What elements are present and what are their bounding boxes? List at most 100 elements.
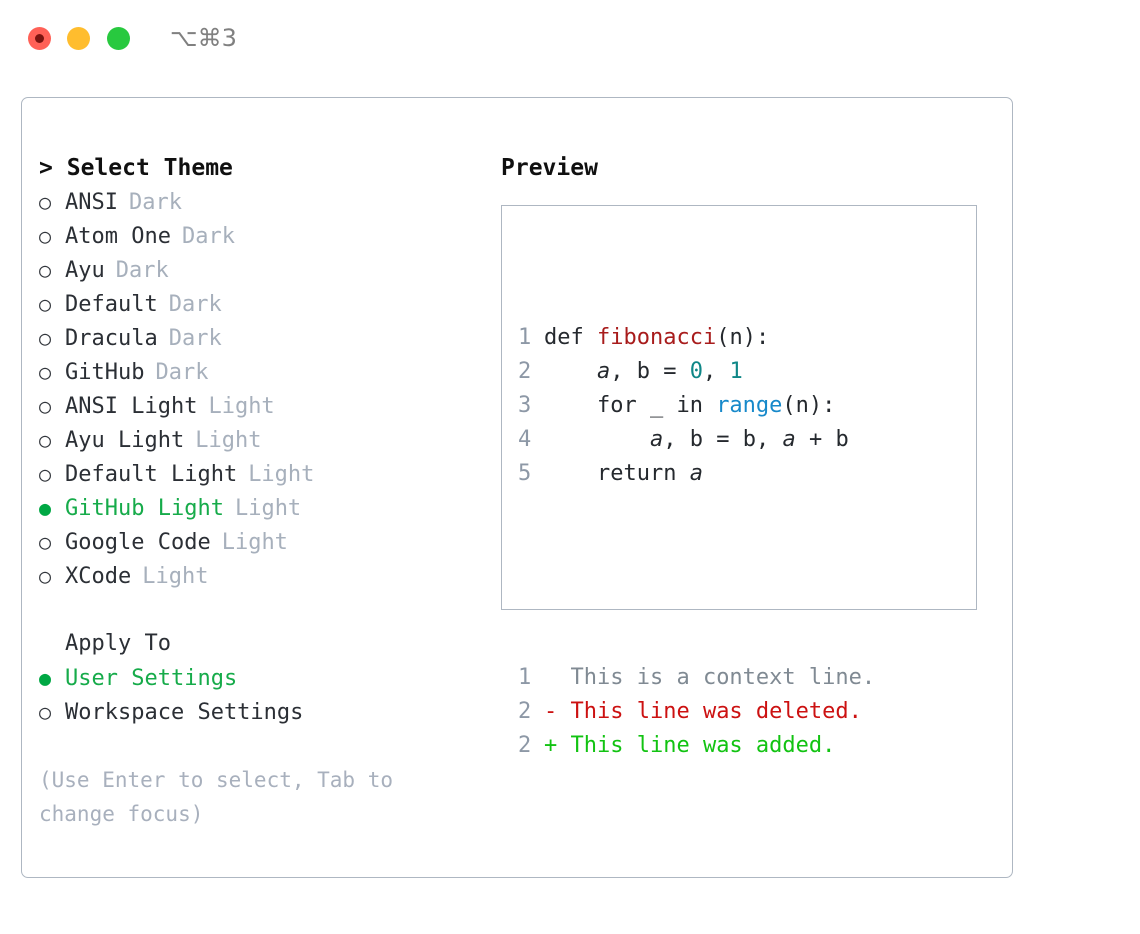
- radio-unselected-icon[interactable]: ○: [39, 360, 52, 384]
- code-line: 5 return a: [518, 457, 875, 491]
- radio-unselected-icon[interactable]: ○: [39, 564, 52, 588]
- theme-name-label: GitHub Light: [65, 496, 224, 521]
- minimize-button-icon[interactable]: [67, 27, 90, 50]
- theme-variant-badge: Light: [208, 394, 275, 419]
- radio-unselected-icon[interactable]: ○: [39, 394, 52, 418]
- window-title-shortcut: ⌥⌘3: [170, 24, 237, 52]
- diff-line-number: 1: [518, 665, 532, 690]
- code-token: [544, 359, 597, 384]
- apply-to-option-label: Workspace Settings: [65, 700, 304, 725]
- code-line-number: 5: [518, 461, 532, 486]
- theme-name-label: XCode: [65, 564, 132, 589]
- diff-text: This line was deleted.: [557, 699, 862, 724]
- code-token: ,: [755, 427, 783, 452]
- apply-to-group-label: Apply To: [39, 627, 499, 661]
- theme-variant-badge: Light: [248, 462, 315, 487]
- page-title-label: Select Theme: [66, 155, 233, 181]
- code-token: fibonacci: [596, 325, 717, 350]
- radio-unselected-icon[interactable]: ○: [39, 326, 52, 350]
- theme-variant-badge: Dark: [181, 224, 235, 249]
- code-token: return: [544, 461, 690, 486]
- code-line: 4 a, b = b, a + b: [518, 423, 875, 457]
- apply-to-list-item[interactable]: ●User Settings: [39, 661, 499, 695]
- theme-name-label: Default Light: [65, 462, 238, 487]
- theme-variant-badge: Dark: [128, 190, 182, 215]
- radio-selected-icon[interactable]: ●: [39, 496, 52, 520]
- code-token: a: [596, 359, 611, 384]
- keyboard-hint: (Use Enter to select, Tab to change focu…: [39, 768, 406, 826]
- radio-unselected-icon[interactable]: ○: [39, 292, 52, 316]
- radio-unselected-icon[interactable]: ○: [39, 700, 52, 724]
- title-bar: ⌥⌘3: [0, 0, 1140, 78]
- theme-list-item[interactable]: ○ Dracula Dark: [39, 321, 499, 355]
- close-button-icon[interactable]: [28, 27, 51, 50]
- code-token: ,: [663, 427, 690, 452]
- radio-selected-icon[interactable]: ●: [39, 666, 52, 690]
- prompt-caret-icon: >: [39, 155, 53, 181]
- code-line-number: 2: [518, 359, 532, 384]
- radio-unselected-icon[interactable]: ○: [39, 258, 52, 282]
- code-token: b: [636, 359, 650, 384]
- diff-block: 1 This is a context line. 2- This line wa…: [518, 661, 875, 763]
- diff-text: This line was added.: [557, 733, 836, 758]
- diff-line-number: 2: [518, 733, 532, 758]
- list-spacer: [39, 593, 499, 627]
- code-token: b: [835, 427, 849, 452]
- theme-variant-badge: Dark: [115, 258, 169, 283]
- theme-name-label: ANSI Light: [65, 394, 198, 419]
- radio-unselected-icon[interactable]: ○: [39, 428, 52, 452]
- radio-unselected-icon[interactable]: ○: [39, 190, 52, 214]
- diff-line: 1 This is a context line.: [518, 661, 875, 695]
- theme-name-label: Dracula: [65, 326, 158, 351]
- theme-variant-badge: Dark: [168, 326, 222, 351]
- radio-unselected-icon[interactable]: ○: [39, 530, 52, 554]
- code-token: [544, 427, 650, 452]
- page-title: > Select Theme: [39, 151, 499, 185]
- diff-text: This is a context line.: [557, 665, 876, 690]
- code-line-number: 4: [518, 427, 532, 452]
- apply-to-option-list: ●User Settings ○ Workspace Settings: [39, 661, 499, 729]
- theme-name-label: Default: [65, 292, 158, 317]
- theme-list-item[interactable]: ○ Ayu Light Light: [39, 423, 499, 457]
- theme-name-label: Ayu Light: [65, 428, 185, 453]
- diff-sign: +: [544, 733, 558, 758]
- theme-name-label: Ayu: [65, 258, 105, 283]
- apply-to-list-item[interactable]: ○ Workspace Settings: [39, 695, 499, 729]
- code-token: +: [795, 427, 836, 452]
- diff-sign: [544, 665, 557, 690]
- theme-variant-badge: Light: [195, 428, 262, 453]
- theme-list-item[interactable]: ○ ANSI Light Light: [39, 389, 499, 423]
- code-token: def: [544, 325, 597, 350]
- theme-list-item[interactable]: ○ Default Light Light: [39, 457, 499, 491]
- code-token: b: [689, 427, 703, 452]
- diff-line: 2 + This line was added.: [518, 729, 875, 763]
- theme-name-label: Google Code: [65, 530, 211, 555]
- diff-line-number: 2: [518, 699, 532, 724]
- code-token: a: [782, 427, 796, 452]
- theme-list-item[interactable]: ○ Ayu Dark: [39, 253, 499, 287]
- code-token: ,: [610, 359, 637, 384]
- radio-unselected-icon[interactable]: ○: [39, 224, 52, 248]
- code-token: 0: [689, 359, 703, 384]
- preview-title: Preview: [501, 155, 598, 181]
- code-token: (n):: [782, 393, 836, 418]
- code-token: 1: [729, 359, 743, 384]
- radio-unselected-icon[interactable]: ○: [39, 462, 52, 486]
- code-token: ,: [702, 359, 730, 384]
- maximize-button-icon[interactable]: [107, 27, 130, 50]
- diff-sign: -: [544, 699, 558, 724]
